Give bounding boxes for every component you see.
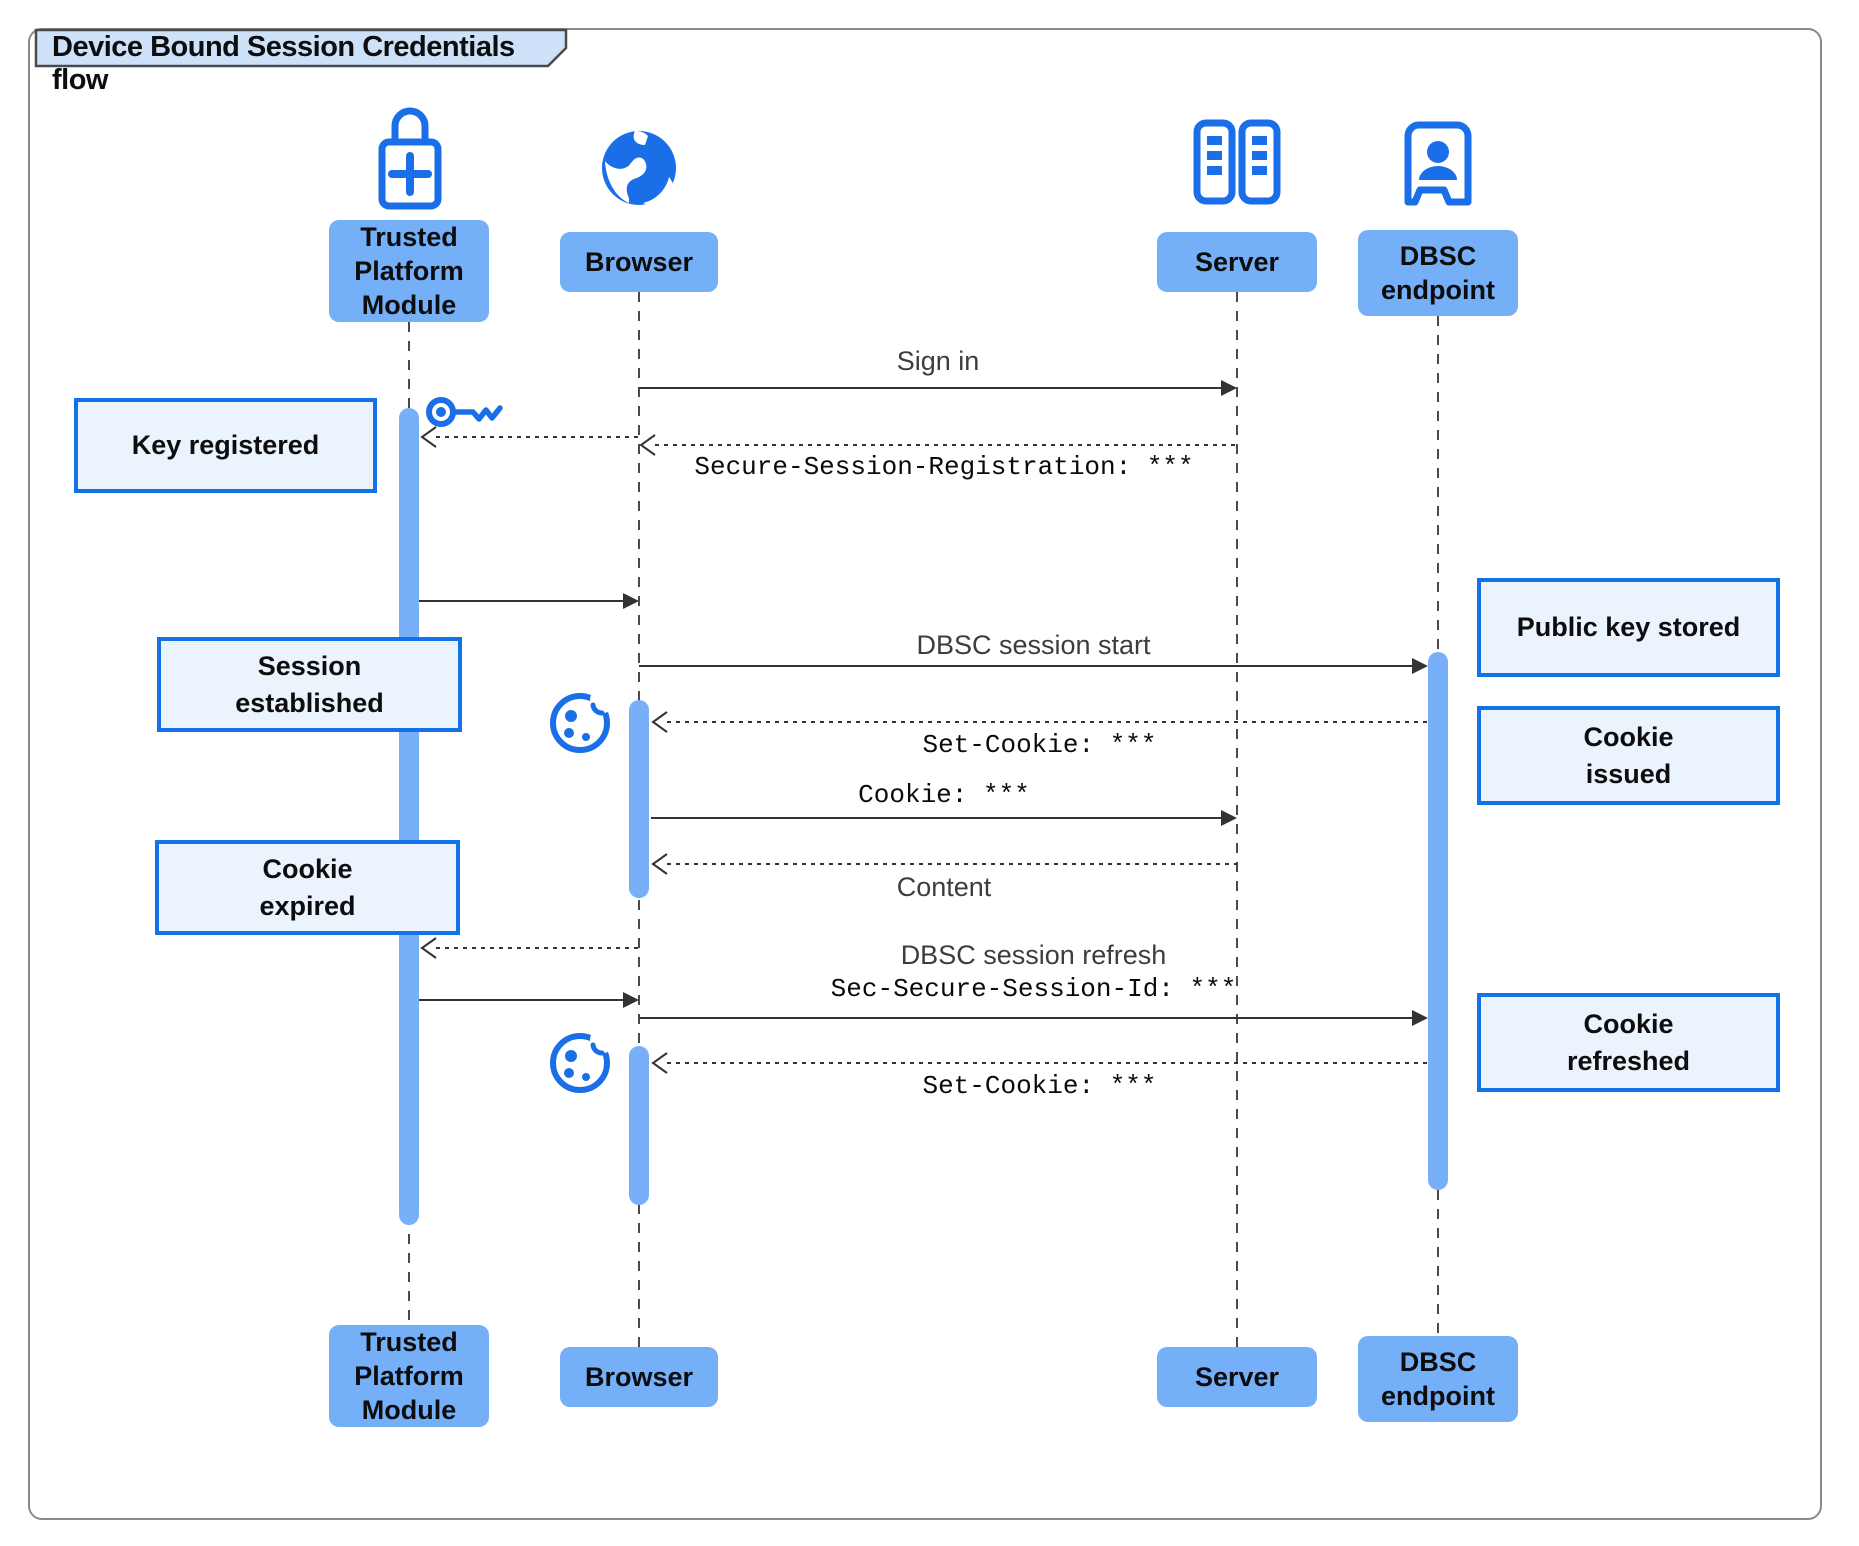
actor-tpm-bottom: Trusted Platform Module xyxy=(329,1325,489,1427)
server-rack-icon xyxy=(1193,119,1281,205)
activation-tpm xyxy=(399,408,419,1225)
arrowhead-filled xyxy=(1412,1010,1428,1026)
diagram-title: Device Bound Session Credentials flow xyxy=(52,31,515,96)
cookie-icon xyxy=(550,687,616,753)
arrowhead-open xyxy=(651,1052,668,1074)
message-registration-line xyxy=(655,444,1237,446)
message-refresh-line xyxy=(639,1017,1412,1019)
actor-dbsc-top: DBSC endpoint xyxy=(1358,230,1518,316)
arrowhead-open xyxy=(639,434,656,456)
title-tab xyxy=(34,28,568,68)
message-set-cookie-2-label: Set-Cookie: *** xyxy=(922,1071,1157,1101)
message-refresh-key-response-line xyxy=(419,999,623,1001)
note-public-key-stored: Public key stored xyxy=(1477,578,1780,677)
actor-dbsc-bottom: DBSC endpoint xyxy=(1358,1336,1518,1422)
message-dbsc-start-label: DBSC session start xyxy=(916,630,1151,660)
message-registration-label: Secure-Session-Registration: *** xyxy=(694,452,1194,482)
arrowhead-filled xyxy=(1412,658,1428,674)
actor-browser-top: Browser xyxy=(560,232,718,292)
note-key-registered: Key registered xyxy=(74,398,377,493)
note-session-established: Session established xyxy=(157,637,462,732)
actor-browser-bottom: Browser xyxy=(560,1347,718,1407)
message-content-line xyxy=(667,863,1237,865)
message-cookie-line xyxy=(651,817,1221,819)
message-refresh-label-2: Sec-Secure-Session-Id: *** xyxy=(830,974,1237,1004)
actor-server-bottom: Server xyxy=(1157,1347,1317,1407)
globe-icon xyxy=(602,131,676,205)
activation-browser-2 xyxy=(629,1046,649,1205)
arrowhead-filled xyxy=(1221,810,1237,826)
note-cookie-issued: Cookie issued xyxy=(1477,706,1780,805)
arrowhead-open xyxy=(651,711,668,733)
note-cookie-expired: Cookie expired xyxy=(155,840,460,935)
message-sign-in-line xyxy=(639,387,1223,389)
message-content-label: Content xyxy=(896,872,992,902)
message-set-cookie-1-line xyxy=(667,721,1428,723)
message-sign-in-label: Sign in xyxy=(896,346,980,376)
message-cookie-label: Cookie: *** xyxy=(858,780,1030,810)
activation-dbsc xyxy=(1428,652,1448,1190)
actor-server-top: Server xyxy=(1157,232,1317,292)
message-set-cookie-1-label: Set-Cookie: *** xyxy=(922,730,1157,760)
message-set-cookie-2-line xyxy=(667,1062,1428,1064)
actor-tpm-top: Trusted Platform Module xyxy=(329,220,489,322)
arrowhead-filled xyxy=(1221,380,1237,396)
key-icon xyxy=(426,397,503,427)
person-booth-icon xyxy=(1404,121,1472,206)
cookie-icon xyxy=(550,1027,616,1093)
message-key-response-line xyxy=(419,600,623,602)
arrowhead-filled xyxy=(623,593,639,609)
message-refresh-key-request-line xyxy=(436,947,639,949)
message-dbsc-start-line xyxy=(639,665,1412,667)
lock-plus-icon xyxy=(378,107,442,210)
message-key-request-line xyxy=(436,436,639,438)
activation-browser-1 xyxy=(629,700,649,898)
arrowhead-open xyxy=(420,937,437,959)
arrowhead-open xyxy=(651,853,668,875)
arrowhead-filled xyxy=(623,992,639,1008)
note-cookie-refreshed: Cookie refreshed xyxy=(1477,993,1780,1092)
lifeline-server xyxy=(1236,292,1238,1347)
arrowhead-open xyxy=(420,426,437,448)
message-refresh-label-1: DBSC session refresh xyxy=(900,940,1167,970)
